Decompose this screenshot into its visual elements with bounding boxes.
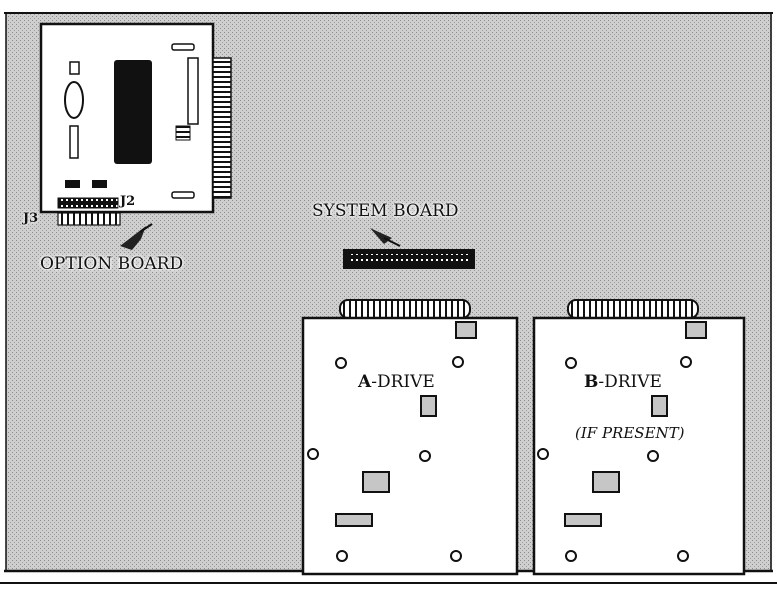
a-drive-suffix: -DRIVE [371,372,435,392]
b-drive-note: (IF PRESENT) [575,424,685,442]
option-board-chip [114,60,152,164]
a-drive-label: A-DRIVE [358,372,435,392]
a-drive [301,299,519,576]
option-board [39,22,232,250]
system-board-connector [343,228,475,269]
a-drive-letter: A [358,372,372,392]
b-drive-label: B-DRIVE [584,372,662,392]
j3-connector [57,212,121,226]
j2-connector [57,197,119,209]
option-board-label: OPTION BOARD [40,254,184,274]
j3-label: J3 [23,211,39,226]
option-board-arrow [120,226,146,250]
b-drive-suffix: -DRIVE [598,372,662,392]
b-drive-letter: B [584,372,599,392]
j2-label: J2 [120,194,136,209]
system-board-label: SYSTEM BOARD [312,201,459,221]
b-drive [532,299,746,576]
